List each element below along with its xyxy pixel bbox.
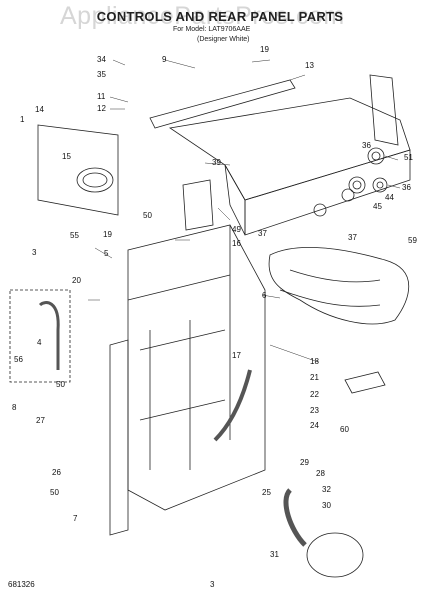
callout-59: 59 (408, 236, 417, 245)
callout-13: 13 (305, 61, 314, 70)
callout-labels: 1 3 4 5 6 7 8 9 11 12 13 14 15 16 17 18 … (12, 45, 417, 559)
callout-20: 20 (72, 276, 81, 285)
callout-36-alt: 36 (362, 141, 371, 150)
callout-30: 30 (322, 501, 331, 510)
callout-15: 15 (62, 152, 71, 161)
drain-hose (213, 369, 252, 442)
callout-31: 31 (270, 550, 279, 559)
callout-56: 56 (14, 355, 23, 364)
fill-hose-box (9, 289, 71, 383)
callout-34: 34 (97, 55, 106, 64)
callout-35: 35 (97, 70, 106, 79)
callout-51: 51 (404, 153, 413, 162)
footer-code: 681326 (8, 580, 35, 589)
wire-harness (268, 246, 410, 325)
callout-11: 11 (97, 92, 106, 101)
callout-50-mid: 50 (56, 380, 65, 389)
rear-panel (127, 224, 266, 511)
model-color-subtitle: (Designer White) (197, 36, 250, 43)
callout-6: 6 (262, 291, 267, 300)
model-subtitle: For Model: LAT9706AAE (173, 26, 251, 33)
callout-27: 27 (36, 416, 45, 425)
callout-37-right: 37 (348, 233, 357, 242)
callout-17: 17 (232, 351, 241, 360)
callout-18: 18 (310, 357, 319, 366)
bracket-60 (344, 371, 386, 394)
callout-22: 22 (310, 390, 319, 399)
callout-24: 24 (310, 421, 319, 430)
callout-60: 60 (340, 425, 349, 434)
callout-50-top: 50 (143, 211, 152, 220)
callout-3: 3 (32, 248, 37, 257)
console-end-cap (369, 74, 399, 146)
callout-28: 28 (316, 469, 325, 478)
console-cover (182, 179, 214, 231)
callout-26: 26 (52, 468, 61, 477)
callout-23: 23 (310, 406, 319, 415)
callout-16: 16 (232, 239, 241, 248)
callout-7: 7 (73, 514, 78, 523)
callout-12: 12 (97, 104, 106, 113)
callout-49: 49 (232, 225, 241, 234)
side-panel (109, 339, 129, 536)
callout-8: 8 (12, 403, 17, 412)
callout-1: 1 (20, 115, 25, 124)
callout-29: 29 (300, 458, 309, 467)
callout-19-top: 19 (260, 45, 269, 54)
cord-box (37, 124, 119, 216)
callout-37-left: 37 (258, 229, 267, 238)
footer-page: 3 (210, 580, 215, 589)
callout-50-bot: 50 (50, 488, 59, 497)
callout-55: 55 (70, 231, 79, 240)
callout-36-right: 36 (402, 183, 411, 192)
callout-44: 44 (385, 193, 394, 202)
control-strip (149, 79, 296, 129)
callout-14: 14 (35, 105, 44, 114)
pump-housing (306, 532, 364, 578)
callout-45: 45 (373, 202, 382, 211)
diagram-title: CONTROLS AND REAR PANEL PARTS (96, 9, 344, 24)
callout-9: 9 (162, 55, 167, 64)
callout-4: 4 (37, 338, 42, 347)
callout-32: 32 (322, 485, 331, 494)
callout-19-mid: 19 (103, 230, 112, 239)
callout-21: 21 (310, 373, 319, 382)
console-face (244, 149, 411, 236)
callout-39: 39 (212, 158, 221, 167)
watermark: AppliancePartsPros.com (60, 2, 345, 30)
callout-25: 25 (262, 488, 271, 497)
callout-5: 5 (104, 249, 109, 258)
